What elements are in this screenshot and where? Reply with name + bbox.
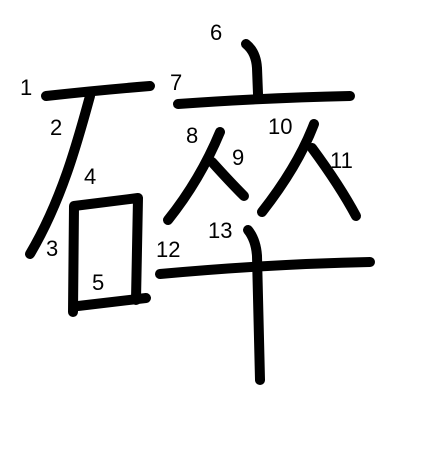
stroke-11 <box>307 143 361 221</box>
stroke-5 <box>73 293 151 311</box>
stroke-4 <box>68 193 143 317</box>
stroke-label-13: 13 <box>208 218 232 243</box>
stroke-label-2: 2 <box>50 115 62 140</box>
stroke-label-1: 1 <box>20 75 32 100</box>
stroke-2-3 <box>25 91 95 259</box>
stroke-10 <box>257 119 319 217</box>
stroke-1 <box>41 81 155 101</box>
stroke-8 <box>163 127 225 225</box>
stroke-label-8: 8 <box>186 123 198 148</box>
stroke-label-3: 3 <box>46 236 58 261</box>
stroke-label-7: 7 <box>170 70 182 95</box>
stroke-label-10: 10 <box>268 114 292 139</box>
stroke-label-6: 6 <box>210 20 222 45</box>
stroke-12 <box>155 257 375 279</box>
stroke-label-4: 4 <box>84 164 96 189</box>
stroke-13 <box>243 225 265 385</box>
stroke-6 <box>241 39 263 99</box>
stroke-label-12: 12 <box>156 237 180 262</box>
stroke-label-5: 5 <box>92 270 104 295</box>
stroke-9 <box>207 157 249 201</box>
stroke-label-11: 11 <box>330 148 353 173</box>
stroke-7 <box>173 91 355 109</box>
stroke-label-9: 9 <box>232 145 244 170</box>
